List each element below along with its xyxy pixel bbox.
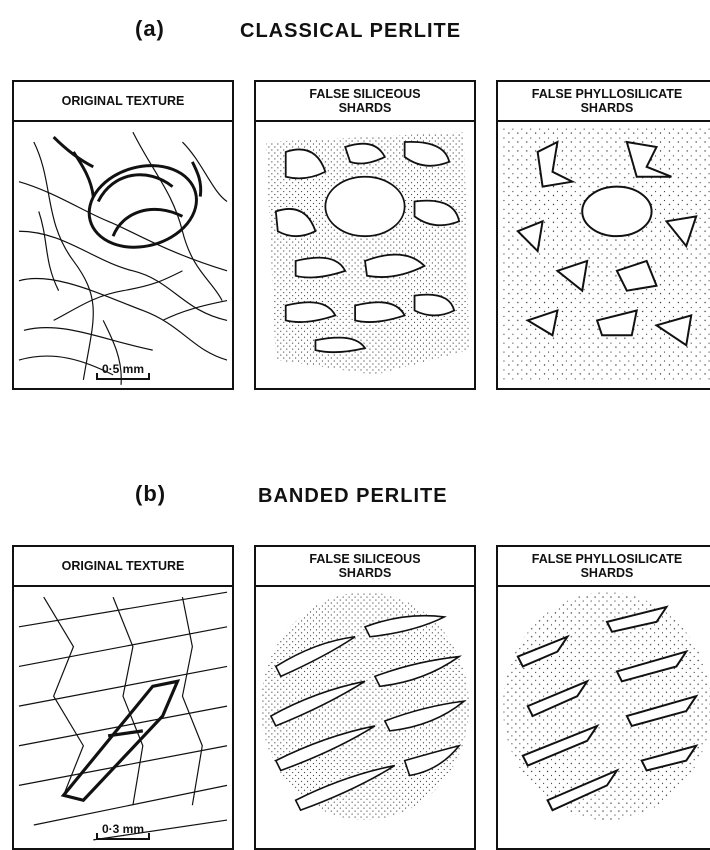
panel-b3-drawing xyxy=(498,587,710,848)
panel-a3-label-line2: SHARDS xyxy=(581,101,634,115)
panel-a3-drawing xyxy=(498,122,710,388)
classical-siliceous-shards-drawing xyxy=(256,122,474,388)
panel-a3-label-line1: FALSE PHYLLOSILICATE xyxy=(532,87,682,101)
panel-b-false-phyllosilicate: FALSE PHYLLOSILICATE SHARDS xyxy=(496,545,710,850)
panel-a2-label-line1: FALSE SILICEOUS xyxy=(309,87,420,101)
section-b-title: BANDED PERLITE xyxy=(258,485,448,508)
panel-b1-label: ORIGINAL TEXTURE xyxy=(62,559,185,573)
panel-b-false-siliceous: FALSE SILICEOUS SHARDS xyxy=(254,545,476,850)
panel-b1-header: ORIGINAL TEXTURE xyxy=(14,547,232,587)
panel-b1-drawing xyxy=(14,587,232,848)
panel-a2-label-line2: SHARDS xyxy=(339,101,392,115)
panel-b2-label-line2: SHARDS xyxy=(339,566,392,580)
section-b-letter: (b) xyxy=(135,481,166,507)
section-a-title: CLASSICAL PERLITE xyxy=(240,20,461,43)
panel-a1-header: ORIGINAL TEXTURE xyxy=(14,82,232,122)
scale-bar-a-label: 0·5 mm xyxy=(96,362,150,380)
panel-a-false-siliceous: FALSE SILICEOUS SHARDS xyxy=(254,80,476,390)
scale-bar-b-label: 0·3 mm xyxy=(96,822,150,840)
banded-original-texture-drawing xyxy=(14,587,232,848)
classical-original-texture-drawing xyxy=(14,122,232,388)
panel-b2-header: FALSE SILICEOUS SHARDS xyxy=(256,547,474,587)
panel-b2-label-line1: FALSE SILICEOUS xyxy=(309,552,420,566)
banded-phyllosilicate-shards-drawing xyxy=(498,587,710,848)
panel-a-false-phyllosilicate: FALSE PHYLLOSILICATE SHARDS xyxy=(496,80,710,390)
banded-siliceous-shards-drawing xyxy=(256,587,474,848)
panel-a1-drawing xyxy=(14,122,232,388)
panel-a2-header: FALSE SILICEOUS SHARDS xyxy=(256,82,474,122)
scale-bar-a: 0·5 mm xyxy=(14,362,232,380)
panel-b3-label-line1: FALSE PHYLLOSILICATE xyxy=(532,552,682,566)
scale-bar-b: 0·3 mm xyxy=(14,822,232,840)
panel-a-original-texture: ORIGINAL TEXTURE xyxy=(12,80,234,390)
panel-b2-drawing xyxy=(256,587,474,848)
section-a-letter: (a) xyxy=(135,16,165,42)
panel-a1-label: ORIGINAL TEXTURE xyxy=(62,94,185,108)
panel-a2-drawing xyxy=(256,122,474,388)
panel-a3-header: FALSE PHYLLOSILICATE SHARDS xyxy=(498,82,710,122)
panel-b-original-texture: ORIGINAL TEXTURE 0·3 mm xyxy=(12,545,234,850)
panel-b3-header: FALSE PHYLLOSILICATE SHARDS xyxy=(498,547,710,587)
panel-b3-label-line2: SHARDS xyxy=(581,566,634,580)
section-a-heading: (a) CLASSICAL PERLITE xyxy=(0,10,710,50)
section-b-heading: (b) BANDED PERLITE xyxy=(0,475,710,515)
classical-phyllosilicate-shards-drawing xyxy=(498,122,710,388)
